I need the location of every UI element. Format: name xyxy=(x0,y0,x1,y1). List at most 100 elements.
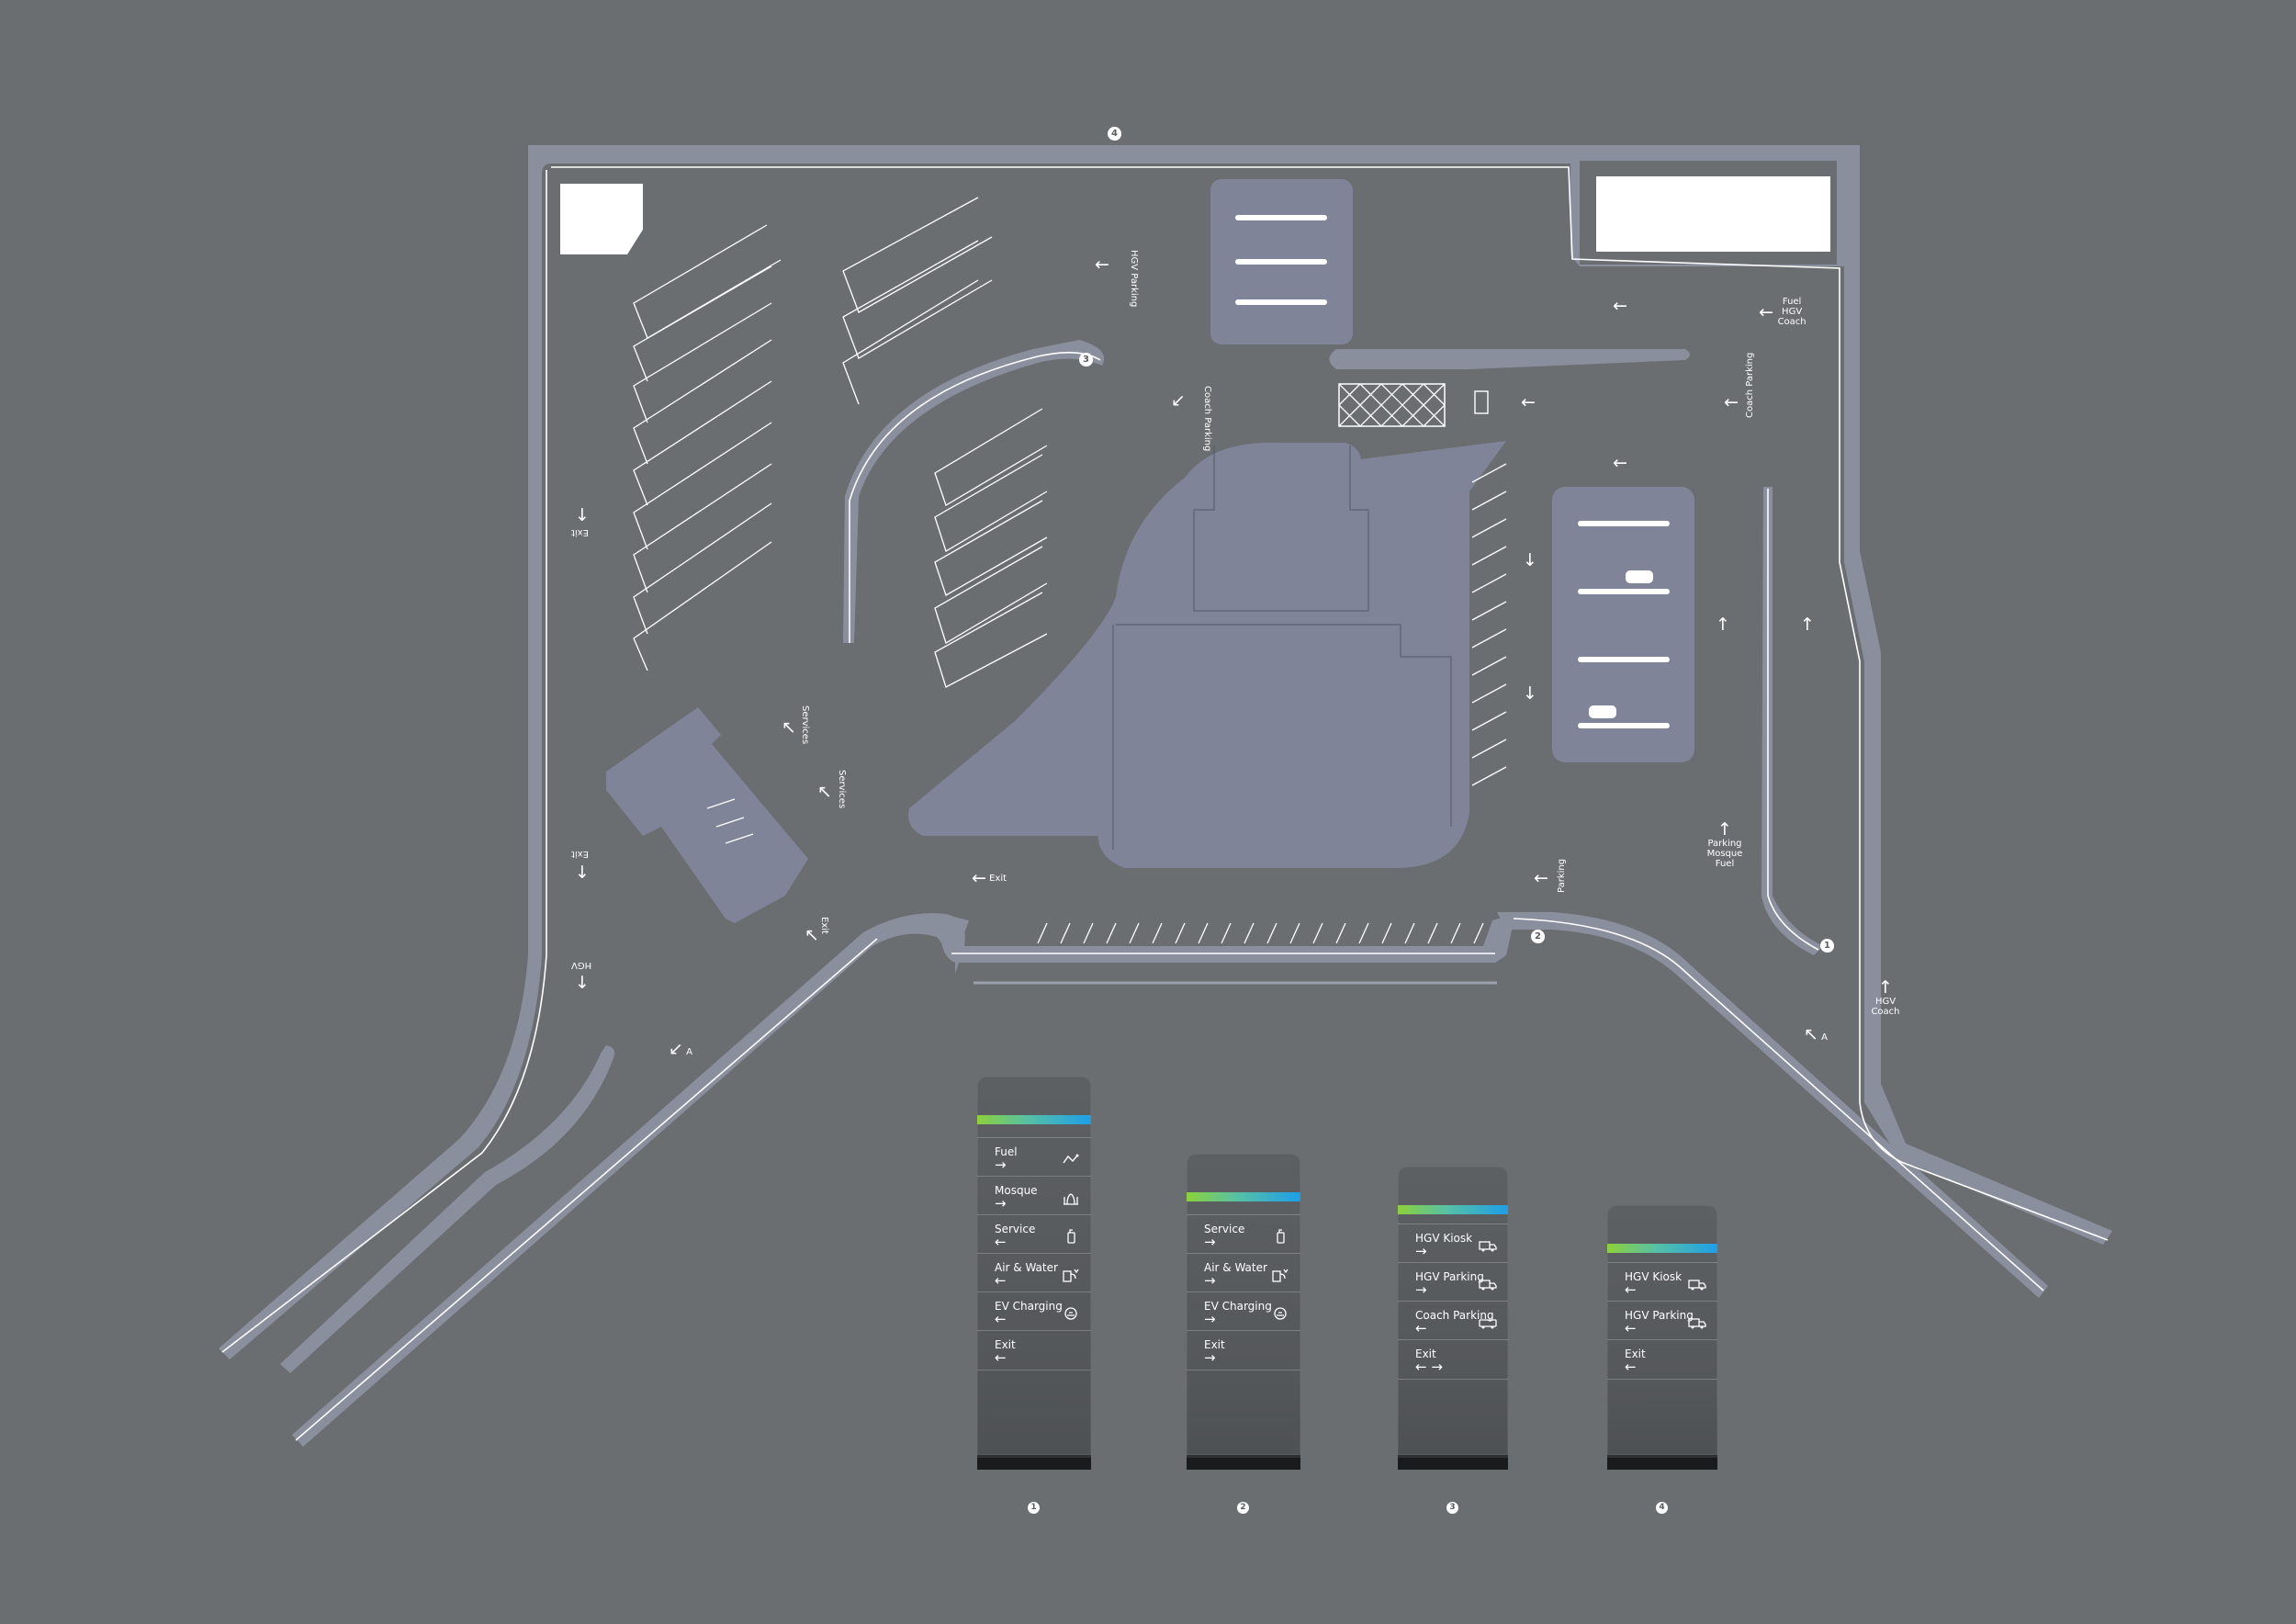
row-label: Fuel xyxy=(995,1145,1018,1158)
label-exit-bottom: ↖ xyxy=(805,926,819,944)
label-coach-parking-mid: ↙ xyxy=(1171,391,1186,410)
sign-row-ev-charging: EV Charging → xyxy=(1187,1291,1300,1331)
exit-text: Exit xyxy=(989,873,1007,884)
totem-body xyxy=(1398,1167,1508,1455)
arrow-left-icon: ← xyxy=(1625,1281,1637,1298)
sign-totem-4: HGV Kiosk ← HGV Parking ← Exit ← xyxy=(1607,1205,1717,1470)
sign-row-ev-charging: EV Charging ← xyxy=(977,1291,1091,1331)
row-label: Exit xyxy=(1625,1348,1646,1360)
sign-totem-2: Service → Air & Water → EV Charging → Ex… xyxy=(1187,1154,1300,1470)
totem-base xyxy=(1187,1455,1300,1470)
parking-mosque-fuel-text: Parking Mosque Fuel xyxy=(1706,839,1743,869)
site-marker-4: 4 xyxy=(1108,127,1121,141)
label-services-1-text: Services xyxy=(800,705,810,744)
label-parking-mosque-fuel: ↑ Parking Mosque Fuel xyxy=(1706,820,1743,869)
totem-base xyxy=(977,1455,1091,1470)
parking-bays-bottom xyxy=(1037,922,1484,944)
sign-row-exit: Exit ← → xyxy=(1398,1339,1508,1380)
label-services-2-text: Services xyxy=(837,770,847,808)
label-arrow-down-2: ↓ xyxy=(1523,684,1537,703)
sign-row-hgv-kiosk: HGV Kiosk → xyxy=(1398,1224,1508,1263)
label-hgv-left-text: HGV xyxy=(571,960,591,970)
hgv-coach-text: HGV Coach xyxy=(1871,997,1900,1017)
sign-row-air-water: Air & Water ← xyxy=(977,1253,1091,1292)
row-label: EV Charging xyxy=(1204,1300,1272,1313)
mosque-icon xyxy=(1064,1193,1078,1205)
arrow-left-icon: ← xyxy=(995,1349,1007,1366)
arrow-left-icon: ← xyxy=(995,1272,1007,1289)
services-text: Services xyxy=(837,770,847,809)
gradient-band xyxy=(1398,1205,1508,1214)
exit-text: Exit xyxy=(571,527,589,537)
label-coach-parking-mid-text: Coach Parking xyxy=(1202,386,1212,451)
label-coach-parking-right-text: Coach Parking xyxy=(1745,353,1755,418)
totem-body xyxy=(977,1077,1091,1455)
label-arrow-up-2: ↑ xyxy=(1800,615,1815,634)
site-marker-2: 2 xyxy=(1531,930,1545,943)
totem-body xyxy=(1187,1154,1300,1455)
arrow-right-icon: → xyxy=(995,1195,1007,1212)
sign-row-fuel: Fuel → xyxy=(977,1137,1091,1177)
hatched-no-parking-area xyxy=(1338,383,1446,427)
label-exit-lower-left-text: Exit xyxy=(571,849,589,859)
row-label: Air & Water xyxy=(1204,1261,1267,1274)
arrow-down-icon: ↓ xyxy=(575,505,590,525)
coach-parking-text: Coach Parking xyxy=(1202,386,1212,452)
label-arrow-hgv-area: ← xyxy=(1613,454,1627,472)
row-label: Coach Parking xyxy=(1415,1309,1494,1322)
coach-parking-text: Coach Parking xyxy=(1745,352,1755,418)
sign-number-2: 2 xyxy=(1237,1502,1249,1514)
gradient-band xyxy=(977,1115,1091,1124)
car-wash-building xyxy=(606,707,808,923)
arrow-left-icon: ← xyxy=(1613,453,1627,473)
totem-base xyxy=(1398,1455,1508,1470)
arrow-up-icon: ↑ xyxy=(1716,615,1730,635)
ev-charging-icon xyxy=(1064,1307,1077,1320)
label-entry-left: ↙ A xyxy=(669,1040,692,1058)
arrow-down-left-icon: ↙ xyxy=(1171,390,1186,411)
arrow-right-icon: → xyxy=(1415,1243,1427,1259)
service-icon xyxy=(1277,1229,1285,1244)
truck-icon xyxy=(1688,1280,1706,1291)
row-label: HGV Kiosk xyxy=(1625,1270,1683,1283)
sign-number-3: 3 xyxy=(1446,1502,1458,1514)
exit-text: Exit xyxy=(819,917,829,934)
kiosk-building-left xyxy=(560,184,643,254)
row-label: HGV Parking xyxy=(1625,1309,1694,1322)
truck-icon xyxy=(1479,1280,1497,1291)
sign-row-mosque: Mosque → xyxy=(977,1176,1091,1215)
truck-icon xyxy=(1688,1318,1706,1329)
label-hgv-parking-top: ← xyxy=(1095,255,1109,274)
arrow-right-icon: → xyxy=(1415,1281,1427,1298)
label-exit-bottom-text: Exit xyxy=(819,917,829,934)
row-label: EV Charging xyxy=(995,1300,1063,1313)
label-exit-left-text: Exit xyxy=(571,527,589,537)
arrow-right-icon: → xyxy=(1204,1234,1216,1250)
service-station-building xyxy=(908,441,1506,868)
arrow-left-icon: ← xyxy=(1095,254,1109,275)
sign-number-1: 1 xyxy=(1028,1502,1040,1514)
coach-icon xyxy=(1479,1319,1497,1329)
totem-base xyxy=(1607,1455,1717,1470)
label-hgv-parking-top-text: HGV Parking xyxy=(1129,250,1139,307)
label-hgv-coach-right: ↑ HGV Coach xyxy=(1870,978,1901,1017)
label-services-2: ↖ xyxy=(817,783,832,801)
road-markings xyxy=(221,166,2109,1441)
road-a-text: A xyxy=(1821,1032,1828,1043)
sign-number-4: 4 xyxy=(1656,1502,1668,1514)
sign-row-service: Service ← xyxy=(977,1214,1091,1254)
hgv-parking-text: HGV Parking xyxy=(1129,250,1139,308)
exit-text: Exit xyxy=(571,849,589,859)
arrow-down-left-icon: ↙ xyxy=(669,1039,683,1059)
row-label: Service xyxy=(995,1223,1036,1235)
label-arrow-up-1: ↑ xyxy=(1716,615,1730,634)
arrow-right-icon: → xyxy=(1204,1311,1216,1327)
arrow-up-left-icon: ↖ xyxy=(782,717,796,738)
arrow-up-left-icon: ↖ xyxy=(817,782,832,802)
arrow-left-icon: ← xyxy=(1724,392,1739,412)
arrow-up-icon: ↑ xyxy=(1717,819,1732,840)
arrow-right-icon: → xyxy=(995,1156,1007,1173)
arrow-left-icon: ← xyxy=(1613,296,1627,316)
arrow-right-icon: → xyxy=(1204,1349,1216,1366)
